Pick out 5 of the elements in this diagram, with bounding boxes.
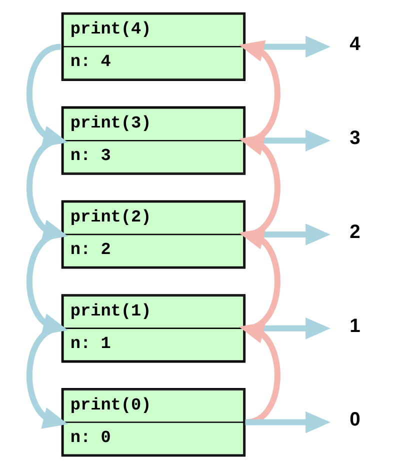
node-text: 1 [349,316,360,337]
node-text: 2 [349,222,360,243]
node-text: 4 [349,34,360,56]
node-text: 3 [349,128,360,149]
node-text: 0 [349,410,360,431]
